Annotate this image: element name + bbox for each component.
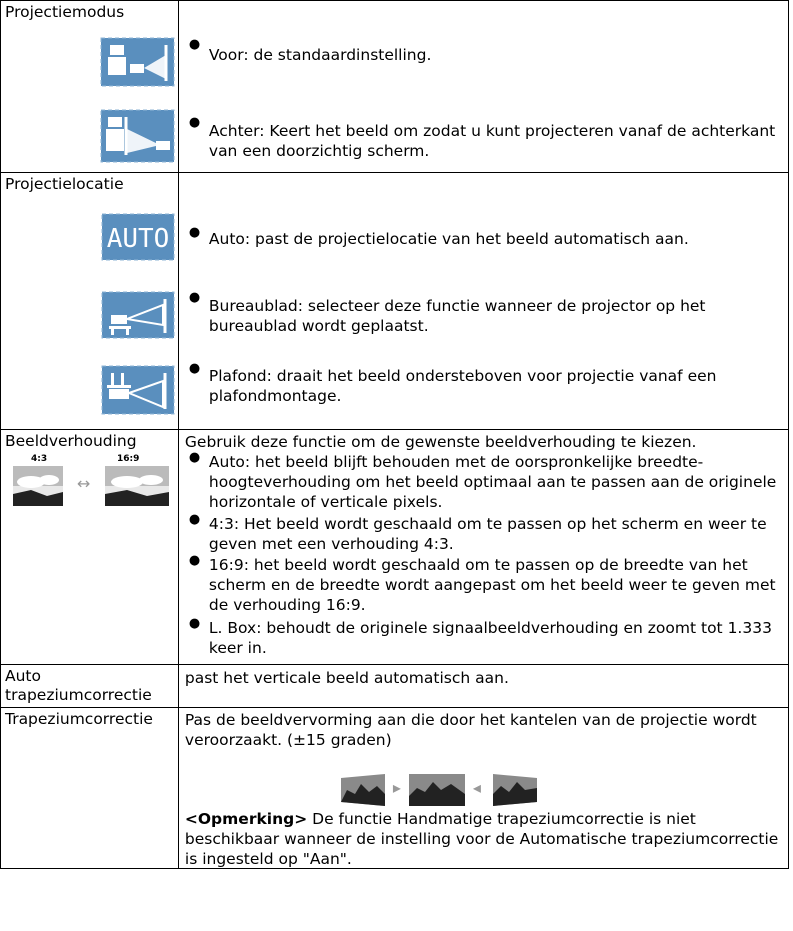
rear-projection-icon <box>100 109 175 163</box>
projection-mode-rear-text: Achter: Keert het beeld om zodat u kunt … <box>208 122 776 160</box>
bullet: ● <box>188 512 201 527</box>
settings-table: Projectiemodus <box>0 0 790 869</box>
projection-location-auto-text: Auto: past de projectielocatie van het b… <box>208 230 689 248</box>
note-text: De functie Handmatige trapeziumcorrectie… <box>184 810 779 868</box>
bullet: ● <box>188 290 201 305</box>
projection-location-desktop-text: Bureaublad: selecteer deze functie wanne… <box>208 297 706 335</box>
auto-keystone-label-line1: Auto <box>5 667 41 685</box>
aspect-ratio-label: Beeldverhouding <box>5 432 137 450</box>
projection-mode-front-text: Voor: de standaardinstelling. <box>208 46 432 64</box>
front-projection-icon <box>100 37 175 87</box>
projection-mode-label: Projectiemodus <box>5 3 125 21</box>
bullet: ● <box>188 225 201 240</box>
bullet: ● <box>188 37 201 52</box>
projection-location-ceiling-text: Plafond: draait het beeld ondersteboven … <box>208 367 717 405</box>
ratio-16-9-label: 16:9 <box>117 454 140 464</box>
row-aspect-ratio: Beeldverhouding 4:3 16:9 ↔ <box>0 429 790 665</box>
keystone-note: <Opmerking> De functie Handmatige trapez… <box>185 809 780 869</box>
aspect-ratio-4-3-text: 4:3: Het beeld wordt geschaald om te pas… <box>208 515 767 553</box>
keystone-trapezoid-right-image <box>492 774 537 806</box>
row-projection-location: Projectielocatie AUTO <box>0 172 790 430</box>
bullet: ● <box>188 450 201 465</box>
arrow-left-icon: ◂ <box>472 778 481 797</box>
keystone-label-cell: Trapeziumcorrectie <box>0 707 179 869</box>
aspect-ratio-content: Gebruik deze functie om de gewenste beel… <box>177 429 790 665</box>
keystone-label: Trapeziumcorrectie <box>5 710 153 728</box>
aspect-ratio-label-cell: Beeldverhouding 4:3 16:9 ↔ <box>0 429 179 665</box>
projection-mode-label-cell: Projectiemodus <box>0 0 179 173</box>
arrow-right-icon: ▸ <box>392 778 401 797</box>
ratio-4-3-label: 4:3 <box>31 454 48 464</box>
keystone-text: Pas de beeldvervorming aan die door het … <box>184 711 757 749</box>
note-label: <Opmerking> <box>184 810 308 828</box>
row-auto-keystone: Auto trapeziumcorrectie past het vertica… <box>0 664 790 708</box>
image-4-3-thumbnail <box>13 466 63 506</box>
image-16-9-thumbnail <box>105 466 169 506</box>
aspect-ratio-16-9-text: 16:9: het beeld wordt geschaald om te pa… <box>208 556 776 614</box>
keystone-normal-image <box>408 774 465 806</box>
auto-icon: AUTO <box>101 213 175 261</box>
aspect-ratio-intro: Gebruik deze functie om de gewenste beel… <box>184 433 697 451</box>
desktop-icon <box>101 291 175 339</box>
auto-keystone-text: past het verticale beeld automatisch aan… <box>184 669 509 687</box>
bullet: ● <box>188 115 201 130</box>
projection-location-label: Projectielocatie <box>5 175 124 193</box>
projection-mode-content: ● Voor: de standaardinstelling. ● Achter… <box>177 0 790 173</box>
row-keystone: Trapeziumcorrectie Pas de beeldvervormin… <box>0 707 790 869</box>
keystone-trapezoid-left-image <box>340 774 385 806</box>
ceiling-icon <box>101 365 175 415</box>
keystone-content: Pas de beeldvervorming aan die door het … <box>177 707 790 869</box>
auto-keystone-content: past het verticale beeld automatisch aan… <box>177 664 790 708</box>
row-projection-mode: Projectiemodus <box>0 0 790 173</box>
swap-arrow-icon: ↔ <box>77 474 91 493</box>
aspect-ratio-lbox-text: L. Box: behoudt de originele signaalbeel… <box>208 619 772 657</box>
bullet: ● <box>188 361 201 376</box>
auto-keystone-label-line2: trapeziumcorrectie <box>5 686 152 704</box>
projection-location-label-cell: Projectielocatie AUTO <box>0 172 179 430</box>
aspect-ratio-auto-text: Auto: het beeld blijft behouden met de o… <box>208 453 777 511</box>
bullet: ● <box>188 553 201 568</box>
projection-location-content: ● Auto: past de projectielocatie van het… <box>177 172 790 430</box>
auto-icon-text: AUTO <box>107 224 170 254</box>
bullet: ● <box>188 616 201 631</box>
auto-keystone-label-cell: Auto trapeziumcorrectie <box>0 664 179 708</box>
